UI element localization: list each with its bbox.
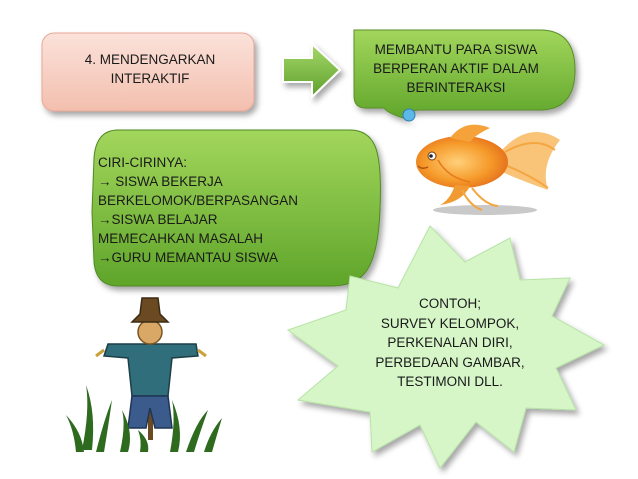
example-line: PERKENALAN DIRI, [387,335,513,350]
right-arrow-icon [282,41,342,100]
goal-line: BERPERAN AKTIF DALAM [373,61,539,76]
features-line: → SISWA BEKERJA [98,174,223,189]
features-line: →GURU MEMANTAU SISWA [98,250,279,265]
features-line: CIRI-CIRINYA: [98,155,188,170]
example-text: CONTOH; SURVEY KELOMPOK, PERKENALAN DIRI… [365,294,535,392]
scarecrow-icon [66,297,222,452]
features-box [91,129,381,287]
goal-line: MEMBANTU PARA SISWA [374,42,538,57]
features-text: CIRI-CIRINYA: → SISWA BEKERJA BERKELOMOK… [98,153,338,267]
topic-text: 4. MENDENGARKAN INTERAKTIF [62,50,238,88]
features-line: →SISWA BELAJAR [98,212,218,227]
features-line: MEMECAHKAN MASALAH [98,231,264,246]
features-line: BERKELOMOK/BERPASANGAN [98,193,299,208]
topic-box [41,32,255,112]
example-line: TESTIMONI DLL. [397,374,503,389]
goal-text: MEMBANTU PARA SISWA BERPERAN AKTIF DALAM… [358,40,554,97]
example-star [286,225,606,469]
goal-line: BERINTERAKSI [406,80,506,95]
topic-line: INTERAKTIF [110,71,190,86]
topic-line: 4. MENDENGARKAN [84,52,216,67]
bubble-drop [402,108,416,122]
goal-bubble [353,29,576,122]
example-line: CONTOH; [418,296,481,311]
example-line: SURVEY KELOMPOK, [380,315,520,331]
example-line: PERBEDAAN GAMBAR, [375,354,525,370]
goldfish-icon [416,124,560,215]
